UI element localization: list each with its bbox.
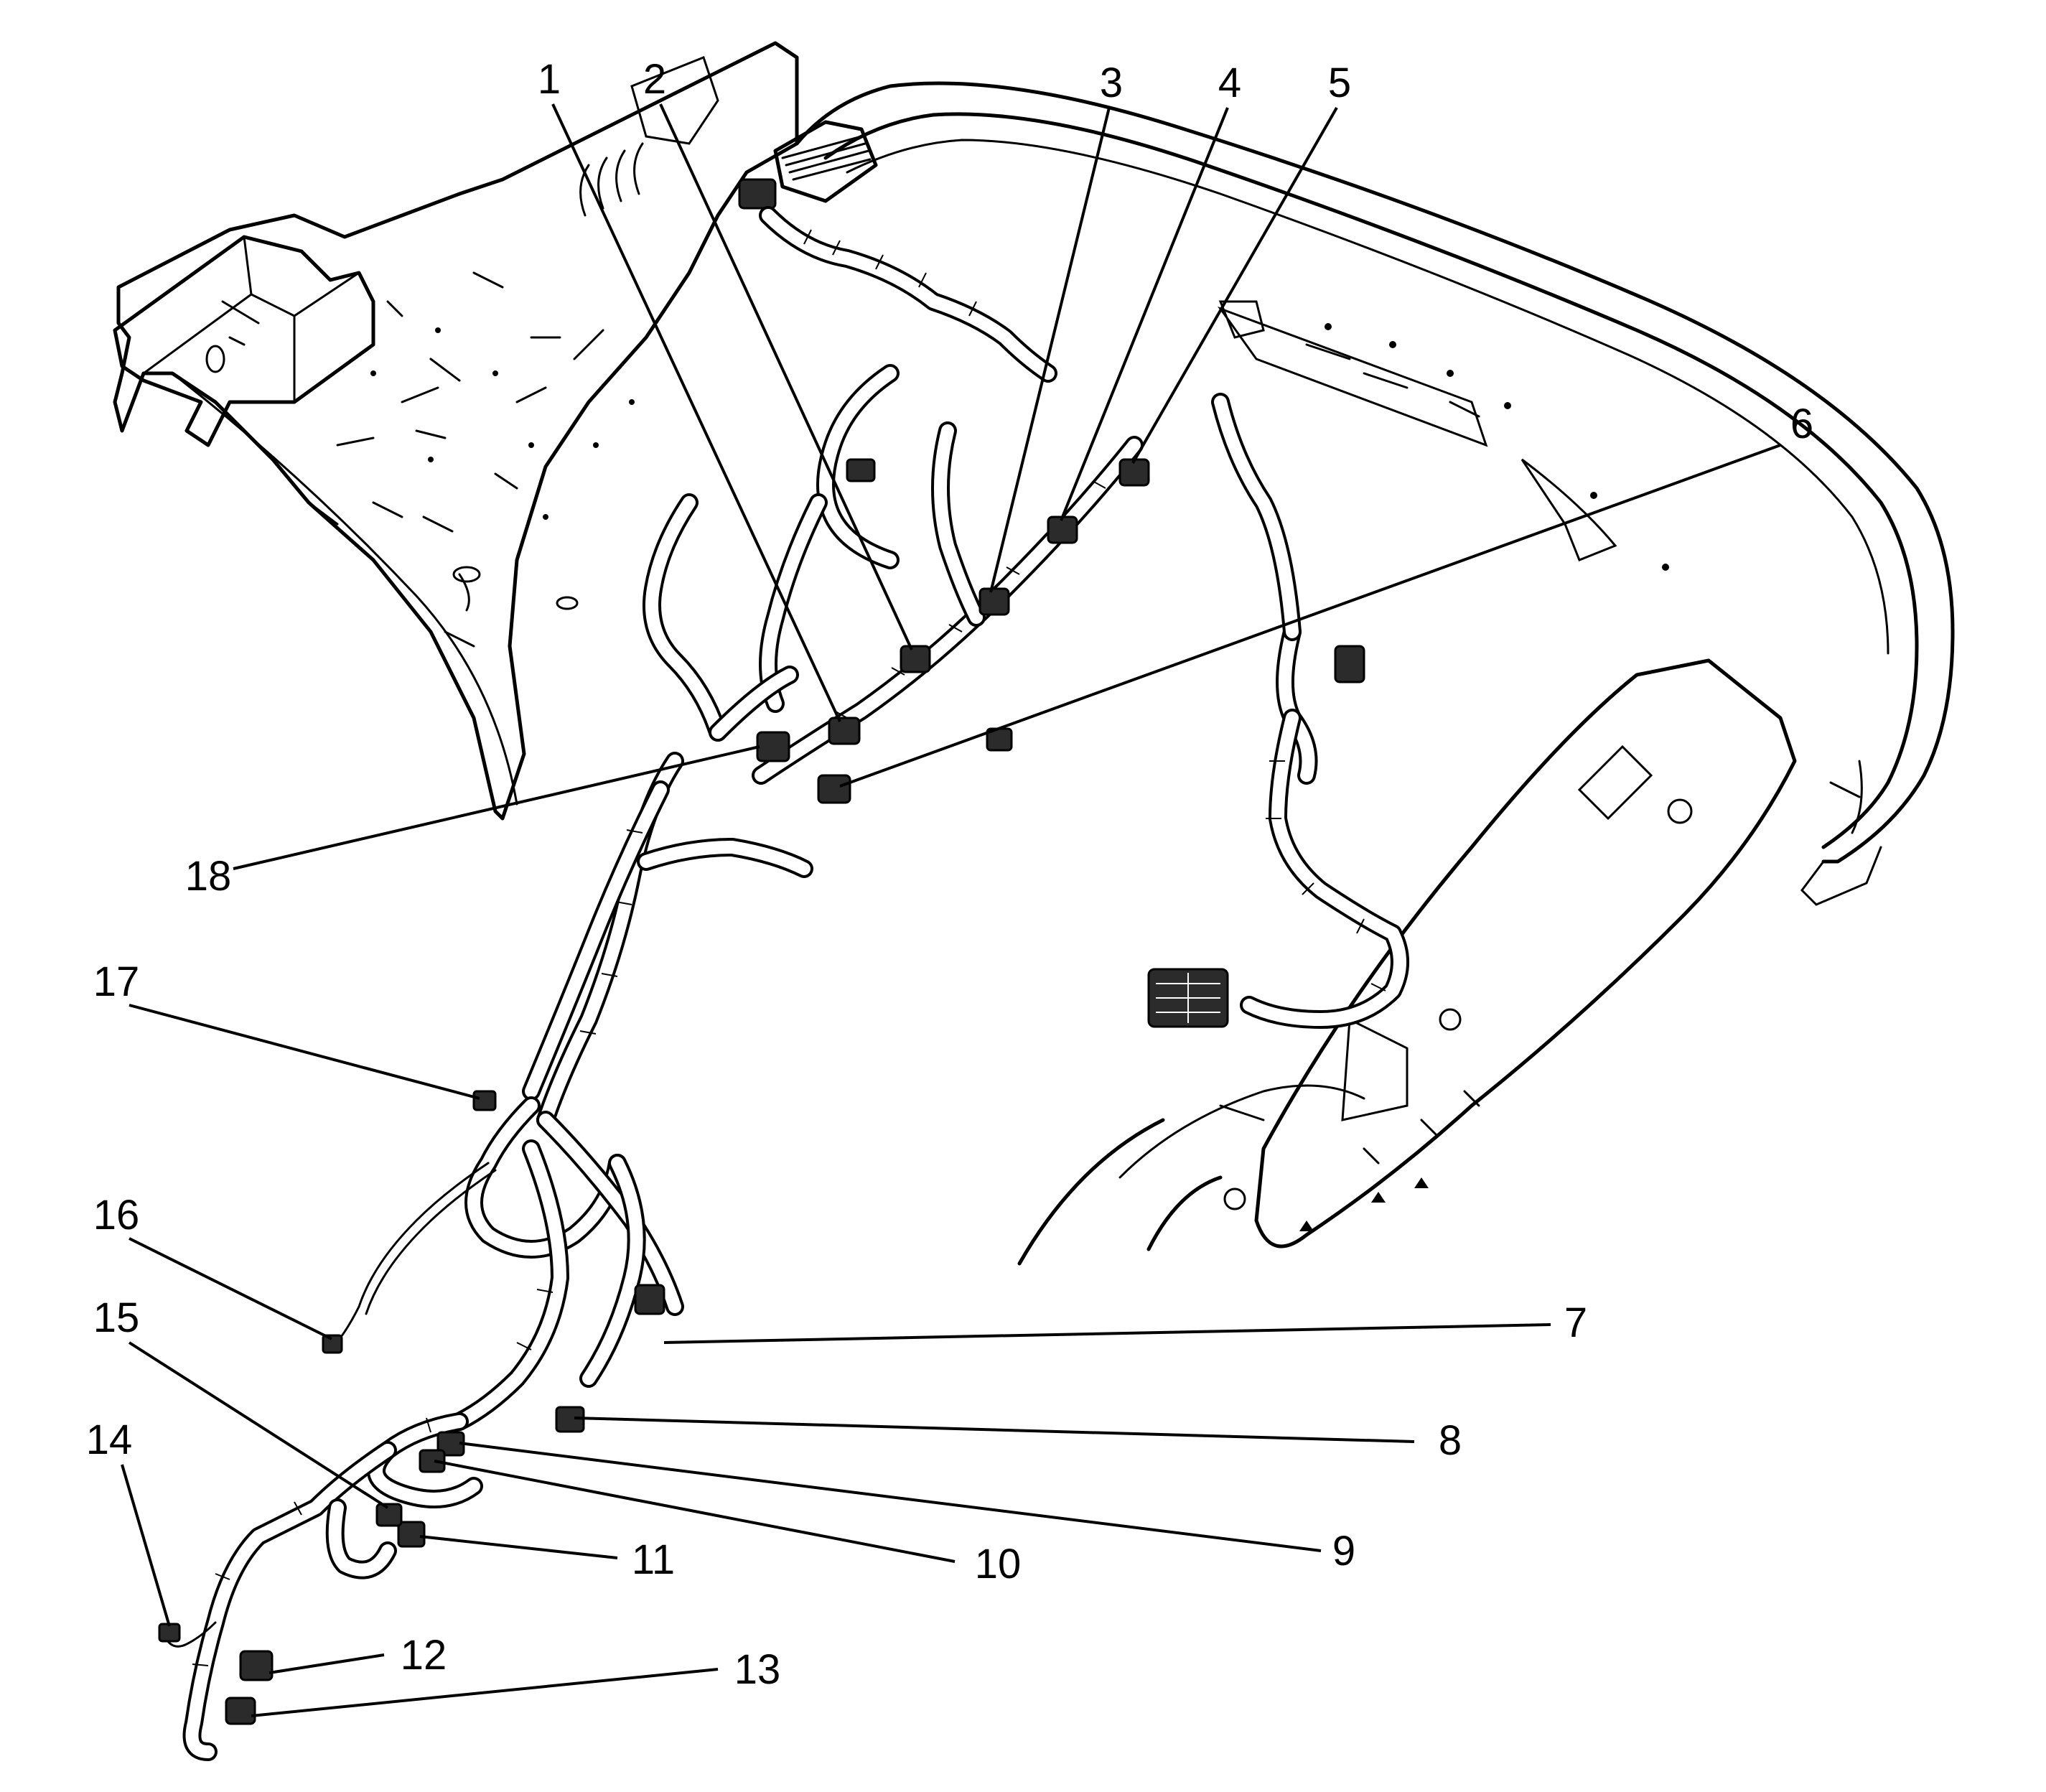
control-module: [738, 120, 878, 210]
connector-16: [322, 1334, 343, 1354]
callout-16: 16: [93, 1192, 140, 1238]
leader-12: [268, 1653, 385, 1674]
callout-17: 17: [93, 958, 140, 1005]
callout-18: 18: [185, 853, 232, 900]
callout-5: 5: [1328, 60, 1351, 106]
leader-15: [128, 1341, 389, 1509]
connector-11: [397, 1521, 426, 1548]
rear-frame-rail: [1017, 658, 1797, 1266]
callout-2: 2: [643, 56, 666, 103]
leader-8: [574, 1417, 1415, 1443]
harness-tape-wraps: [192, 229, 1386, 1666]
connector-12: [239, 1650, 274, 1681]
callout-14: 14: [86, 1417, 133, 1463]
connector-7: [634, 1284, 665, 1315]
leader-1: [551, 103, 841, 722]
control-module-connector: [738, 178, 777, 210]
wiring-harness: [164, 206, 1409, 1761]
connector-18: [756, 731, 790, 762]
callout-15: 15: [93, 1294, 140, 1341]
connector-17: [472, 1090, 497, 1111]
rear-bumper-assembly: [795, 81, 1955, 906]
leader-14: [121, 1464, 171, 1627]
leader-17: [129, 1004, 480, 1100]
leader-10: [434, 1460, 956, 1563]
leader-lines: [121, 103, 1781, 1717]
leader-18: [233, 745, 760, 870]
callout-7: 7: [1564, 1299, 1587, 1346]
left-mounting-bracket: [113, 235, 375, 447]
callout-labels: 1 2 3 4 5 6 7 8 9 10 11 12 13 14 15 16 1…: [86, 56, 1813, 1693]
callout-4: 4: [1218, 60, 1241, 106]
connector-1: [828, 717, 861, 745]
connector-13: [225, 1697, 256, 1725]
connector-3: [978, 587, 1010, 616]
leader-13: [251, 1668, 719, 1717]
callout-6: 6: [1790, 401, 1813, 447]
leader-9: [459, 1442, 1322, 1552]
callout-3: 3: [1100, 60, 1123, 106]
leader-5: [1131, 107, 1338, 464]
callout-12: 12: [401, 1632, 447, 1679]
connector-10: [419, 1449, 446, 1473]
callout-11: 11: [632, 1536, 675, 1583]
leader-4: [1060, 107, 1229, 521]
leader-16: [129, 1237, 332, 1340]
callout-1: 1: [538, 56, 561, 103]
leader-7: [663, 1323, 1551, 1344]
connector-15: [375, 1503, 403, 1527]
callout-8: 8: [1439, 1417, 1462, 1464]
connector-2: [900, 645, 931, 673]
leader-3: [989, 107, 1111, 593]
callout-9: 9: [1332, 1528, 1355, 1574]
leader-6: [839, 444, 1781, 788]
callout-13: 13: [734, 1646, 781, 1693]
callout-10: 10: [975, 1541, 1022, 1587]
leader-2: [659, 103, 913, 650]
connector-unlabeled-b: [846, 458, 876, 482]
connector-4: [1047, 515, 1078, 544]
connector-14: [158, 1623, 181, 1643]
rear-floor-panel: [113, 41, 799, 821]
connector-unlabeled-c: [1334, 645, 1365, 683]
leader-11: [419, 1535, 618, 1559]
connector-6: [817, 774, 851, 804]
connectors: [158, 458, 1365, 1725]
